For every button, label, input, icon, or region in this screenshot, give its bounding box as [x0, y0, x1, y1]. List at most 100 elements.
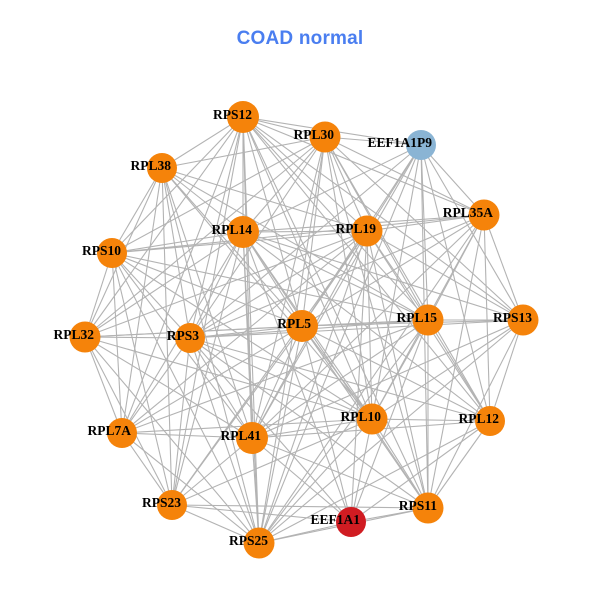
node-circle-rpl7a[interactable] — [107, 418, 137, 448]
graph-node[interactable]: RPL38 — [131, 153, 178, 183]
graph-edge — [111, 214, 485, 254]
graph-edge — [84, 230, 368, 338]
graph-edge — [111, 252, 429, 321]
graph-edge — [161, 167, 191, 339]
node-circle-rps13[interactable] — [507, 304, 539, 336]
node-label-rpl7a: RPL7A — [88, 423, 132, 438]
graph-node[interactable]: RPS11 — [399, 492, 444, 524]
graph-node[interactable]: EEF1A1 — [310, 507, 366, 537]
node-circle-rps25[interactable] — [243, 527, 275, 559]
graph-node[interactable]: RPL41 — [221, 422, 269, 454]
graph-edge — [242, 230, 368, 233]
graph-edge — [251, 144, 422, 439]
graph-edge — [171, 504, 429, 509]
graph-edge — [189, 144, 422, 339]
graph-edge — [171, 418, 373, 506]
graph-edge — [258, 521, 352, 544]
node-label-rpl14: RPL14 — [212, 222, 253, 237]
node-circle-rpl38[interactable] — [147, 153, 177, 183]
node-circle-rpl15[interactable] — [412, 304, 444, 336]
graph-node[interactable]: RPL35A — [443, 199, 500, 231]
node-label-rps10: RPS10 — [82, 243, 121, 258]
node-circle-rpl5[interactable] — [286, 310, 318, 342]
graph-edge — [420, 144, 491, 422]
graph-edge — [171, 325, 303, 506]
node-circle-rps11[interactable] — [412, 492, 444, 524]
graph-edge — [171, 337, 191, 506]
graph-edge — [84, 336, 123, 434]
graph-node[interactable]: EEF1A1P9 — [367, 130, 436, 160]
graph-edge — [258, 420, 491, 544]
node-circle-rpl19[interactable] — [351, 215, 383, 247]
node-label-rpl10: RPL10 — [341, 409, 382, 424]
graph-edge — [171, 504, 260, 544]
graph-edge — [111, 252, 303, 327]
graph-edge — [251, 325, 303, 439]
graph-node[interactable]: RPL12 — [459, 406, 506, 436]
node-label-rpl41: RPL41 — [221, 428, 262, 443]
graph-edge — [121, 432, 253, 439]
graph-node[interactable]: RPS10 — [82, 238, 127, 268]
graph-node[interactable]: RPS23 — [142, 490, 187, 520]
graph-node[interactable]: RPL10 — [341, 403, 388, 435]
graph-edge — [371, 319, 429, 420]
node-circle-rpl32[interactable] — [69, 321, 101, 353]
graph-edge — [242, 116, 429, 509]
graph-node[interactable]: RPS12 — [213, 101, 259, 133]
node-label-rps25: RPS25 — [229, 533, 268, 548]
graph-edge — [301, 325, 373, 420]
graph-node[interactable]: RPS3 — [167, 323, 205, 353]
graph-edge — [121, 337, 191, 434]
node-circle-rpl30[interactable] — [309, 121, 341, 153]
graph-edge — [121, 325, 303, 434]
graph-edge — [189, 325, 303, 339]
graph-edge — [111, 231, 244, 254]
graph-edge — [251, 437, 352, 523]
node-circle-rpl12[interactable] — [475, 406, 505, 436]
graph-node[interactable]: RPL5 — [277, 310, 318, 342]
node-label-rpl19: RPL19 — [336, 221, 377, 236]
node-circle-rps12[interactable] — [227, 101, 259, 133]
graph-edge — [258, 325, 303, 544]
graph-node[interactable]: RPL30 — [294, 121, 341, 153]
node-label-rpl12: RPL12 — [459, 411, 500, 426]
graph-edge — [324, 136, 373, 420]
node-circle-rps3[interactable] — [175, 323, 205, 353]
node-circle-rps10[interactable] — [97, 238, 127, 268]
node-circle-rpl41[interactable] — [236, 422, 268, 454]
graph-edge — [111, 252, 191, 339]
graph-node[interactable]: RPL14 — [212, 216, 260, 248]
graph-edge — [84, 231, 244, 338]
graph-edge — [84, 336, 373, 420]
graph-edge — [242, 231, 352, 523]
node-circle-eef1a1p9[interactable] — [406, 130, 436, 160]
graph-edge — [251, 437, 429, 509]
graph-node[interactable]: RPS25 — [229, 527, 275, 559]
node-circle-rpl10[interactable] — [356, 403, 388, 435]
node-circle-rpl35a[interactable] — [468, 199, 500, 231]
graph-node[interactable]: RPS13 — [493, 304, 539, 336]
graph-node[interactable]: RPL19 — [336, 215, 383, 247]
node-circle-rps23[interactable] — [157, 490, 187, 520]
graph-node[interactable]: RPL15 — [397, 304, 444, 336]
graph-edge — [111, 252, 373, 420]
graph-edge — [366, 214, 485, 232]
graph-edge — [301, 325, 352, 523]
graph-node[interactable]: RPL7A — [88, 418, 138, 448]
node-circle-eef1a1[interactable] — [336, 507, 366, 537]
graph-edge — [111, 136, 326, 254]
graph-edge — [242, 231, 524, 321]
graph-edge — [189, 337, 352, 523]
node-circle-rpl14[interactable] — [227, 216, 259, 248]
node-label-rps23: RPS23 — [142, 495, 181, 510]
node-label-rpl5: RPL5 — [277, 316, 311, 331]
graph-node[interactable]: RPL32 — [54, 321, 101, 353]
graph-edge — [242, 116, 485, 216]
node-label-eef1a1p9: EEF1A1P9 — [367, 135, 432, 150]
graph-edge — [189, 230, 368, 339]
node-label-rpl30: RPL30 — [294, 127, 335, 142]
graph-edge — [161, 136, 326, 169]
graph-edge — [84, 136, 326, 338]
